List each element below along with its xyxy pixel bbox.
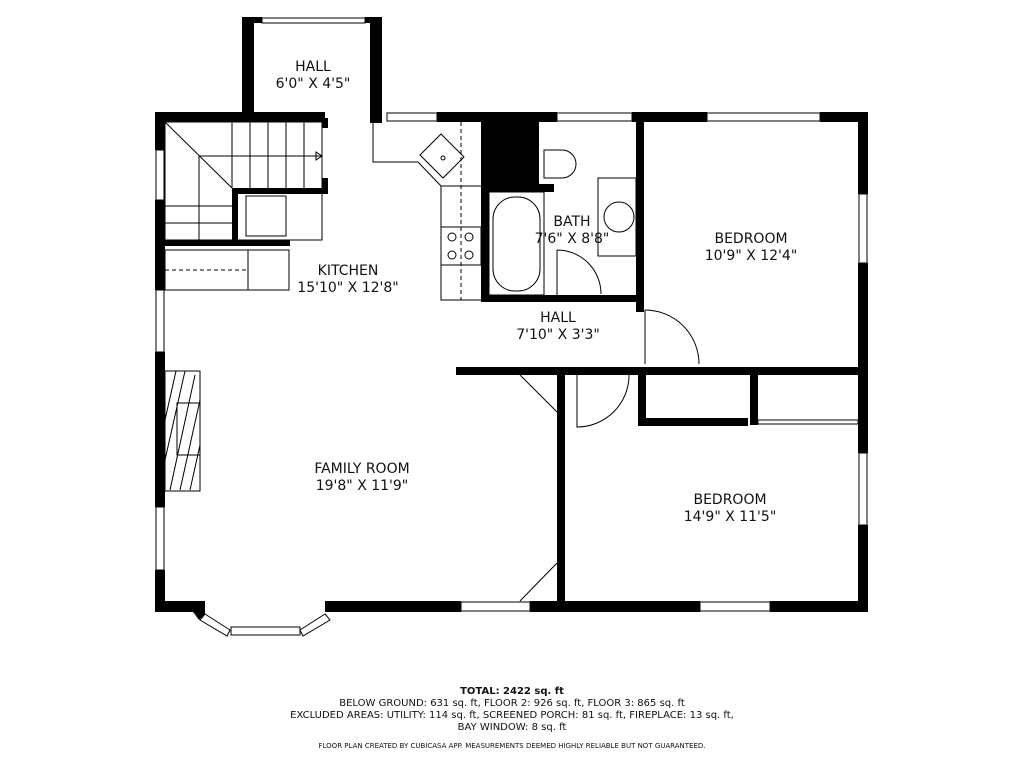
room-dimensions: 15'10" X 12'8" [297,280,399,296]
excluded-areas: EXCLUDED AREAS: UTILITY: 114 sq. ft, SCR… [290,710,734,721]
room-dimensions: 6'0" X 4'5" [275,76,351,92]
room-name: BEDROOM [714,231,788,247]
bath-fixtures [488,149,637,296]
room-name: HALL [295,59,331,75]
room-label-hall-top: HALL 6'0" X 4'5" [276,59,351,93]
total-area: TOTAL: 2422 sq. ft [460,686,564,697]
excluded-areas-cont: BAY WINDOW: 8 sq. ft [457,722,567,733]
interior-walls [165,112,861,607]
room-name: FAMILY ROOM [314,461,410,477]
room-dimensions: 10'9" X 12'4" [704,248,798,264]
room-name: HALL [540,310,576,326]
room-name: BATH [553,214,591,230]
doors [519,309,859,602]
room-label-bedroom-1: BEDROOM 10'9" X 12'4" [705,231,798,265]
stairs [164,121,323,241]
disclaimer: FLOOR PLAN CREATED BY CUBICASA APP. MEAS… [318,742,706,750]
kitchen-counters [164,122,482,492]
room-label-bath: BATH 7'6" X 8'8" [535,214,610,248]
room-label-bedroom-2: BEDROOM 14'9" X 11'5" [684,492,777,526]
floor-areas: BELOW GROUND: 631 sq. ft, FLOOR 2: 926 s… [339,698,685,709]
room-label-kitchen: KITCHEN 15'10" X 12'8" [297,263,398,297]
windows [155,17,868,637]
room-name: KITCHEN [317,263,379,279]
exterior-walls [155,17,868,620]
room-dimensions: 14'9" X 11'5" [683,509,777,525]
room-name: BEDROOM [693,492,767,508]
room-label-hall-mid: HALL 7'10" X 3'3" [516,310,600,344]
room-dimensions: 7'6" X 8'8" [534,231,610,247]
room-dimensions: 7'10" X 3'3" [516,327,600,343]
room-label-family-room: FAMILY ROOM 19'8" X 11'9" [314,461,409,495]
room-dimensions: 19'8" X 11'9" [315,478,409,494]
